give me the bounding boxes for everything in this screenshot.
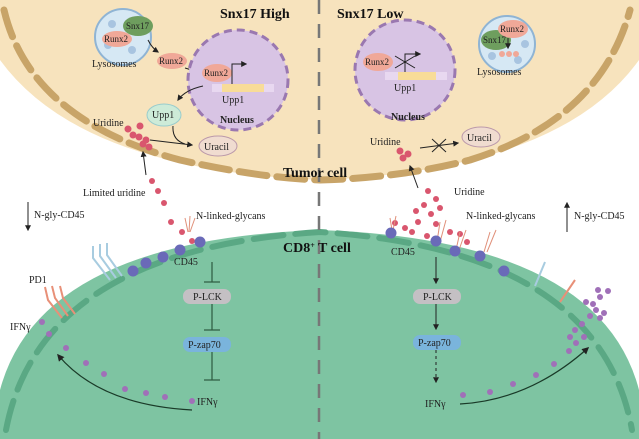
svg-text:Runx2: Runx2 (104, 34, 128, 44)
pd1-label: PD1 (29, 275, 47, 286)
svg-text:Runx2: Runx2 (159, 56, 183, 66)
uracil-left (198, 135, 238, 157)
t-cell-label: CD8+ T cell (283, 241, 351, 257)
svg-text:Uracil: Uracil (467, 133, 492, 144)
n-linked-glycans-left: N-linked-glycans (196, 211, 266, 222)
runx2-cytoplasm (157, 53, 187, 69)
left-panel-title: Snx17 High (220, 7, 290, 22)
uridine-label-right-in: Uridine (370, 137, 401, 148)
ifng-left-inside: IFNγ (197, 397, 218, 408)
n-gly-cd45-up: N-gly-CD45 (574, 211, 625, 222)
t-cell-membrane (3, 228, 635, 433)
pd1-receptors (44, 285, 76, 319)
svg-text:P-zap70: P-zap70 (188, 340, 221, 351)
right-lysosome: Snx17 Runx2 (478, 15, 536, 73)
left-nucleus: Runx2 Upp1 Nucleus (186, 28, 290, 132)
svg-text:Nucleus: Nucleus (220, 115, 254, 126)
svg-text:Lysosomes: Lysosomes (477, 67, 522, 78)
p-zap70-right (413, 335, 461, 350)
n-gly-cd45-down: N-gly-CD45 (34, 210, 85, 221)
snx17-protein (123, 16, 153, 36)
n-linked-glycans-right: N-linked-glycans (466, 211, 536, 222)
upp1-protein (146, 103, 182, 127)
svg-text:Nucleus: Nucleus (391, 112, 425, 123)
uracil-right (461, 126, 501, 148)
ifng-left-outside: IFNγ (10, 322, 31, 333)
svg-text:CD45: CD45 (391, 247, 415, 258)
ifng-right: IFNγ (425, 399, 446, 410)
svg-text:Snx17: Snx17 (126, 21, 150, 31)
right-panel-title: Snx17 Low (337, 7, 404, 22)
cd45-right (385, 227, 510, 277)
pd1-right (559, 279, 576, 303)
svg-text:P-LCK: P-LCK (193, 292, 223, 303)
uridine-label-left: Uridine (93, 118, 124, 129)
svg-text:CD45: CD45 (174, 257, 198, 268)
tcr-right (534, 261, 546, 287)
svg-text:Upp1: Upp1 (394, 83, 416, 94)
ifng-secretion-left (63, 345, 195, 404)
svg-text:Runx2: Runx2 (365, 57, 389, 67)
svg-text:Runx2: Runx2 (500, 24, 524, 34)
p-zap70-left (183, 337, 231, 352)
tumor-cell-label: Tumor cell (283, 166, 347, 181)
svg-text:Upp1: Upp1 (222, 95, 244, 106)
p-lck-right (413, 289, 461, 304)
ifng-secretion-right (460, 287, 611, 398)
uridine-cluster-left (124, 122, 153, 151)
svg-text:Upp1: Upp1 (152, 110, 174, 121)
svg-text:P-LCK: P-LCK (423, 292, 453, 303)
limited-uridine-label: Limited uridine (83, 188, 146, 199)
svg-text:P-zap70: P-zap70 (418, 338, 451, 349)
t-cell (0, 228, 639, 439)
svg-text:Runx2: Runx2 (204, 68, 228, 78)
tcr-left (92, 243, 123, 281)
runx2-protein (102, 31, 132, 47)
right-nucleus: Runx2 Upp1 Nucleus (353, 18, 457, 123)
svg-text:Uracil: Uracil (204, 142, 229, 153)
uridine-label-right-out: Uridine (454, 187, 485, 198)
t-cell-body (0, 230, 639, 439)
cd45-left (127, 236, 206, 277)
left-lysosome: Snx17 Runx2 (94, 8, 153, 66)
p-lck-left (183, 289, 231, 304)
svg-text:Snx17: Snx17 (483, 35, 507, 45)
lysosomes-label: Lysosomes (92, 59, 137, 70)
